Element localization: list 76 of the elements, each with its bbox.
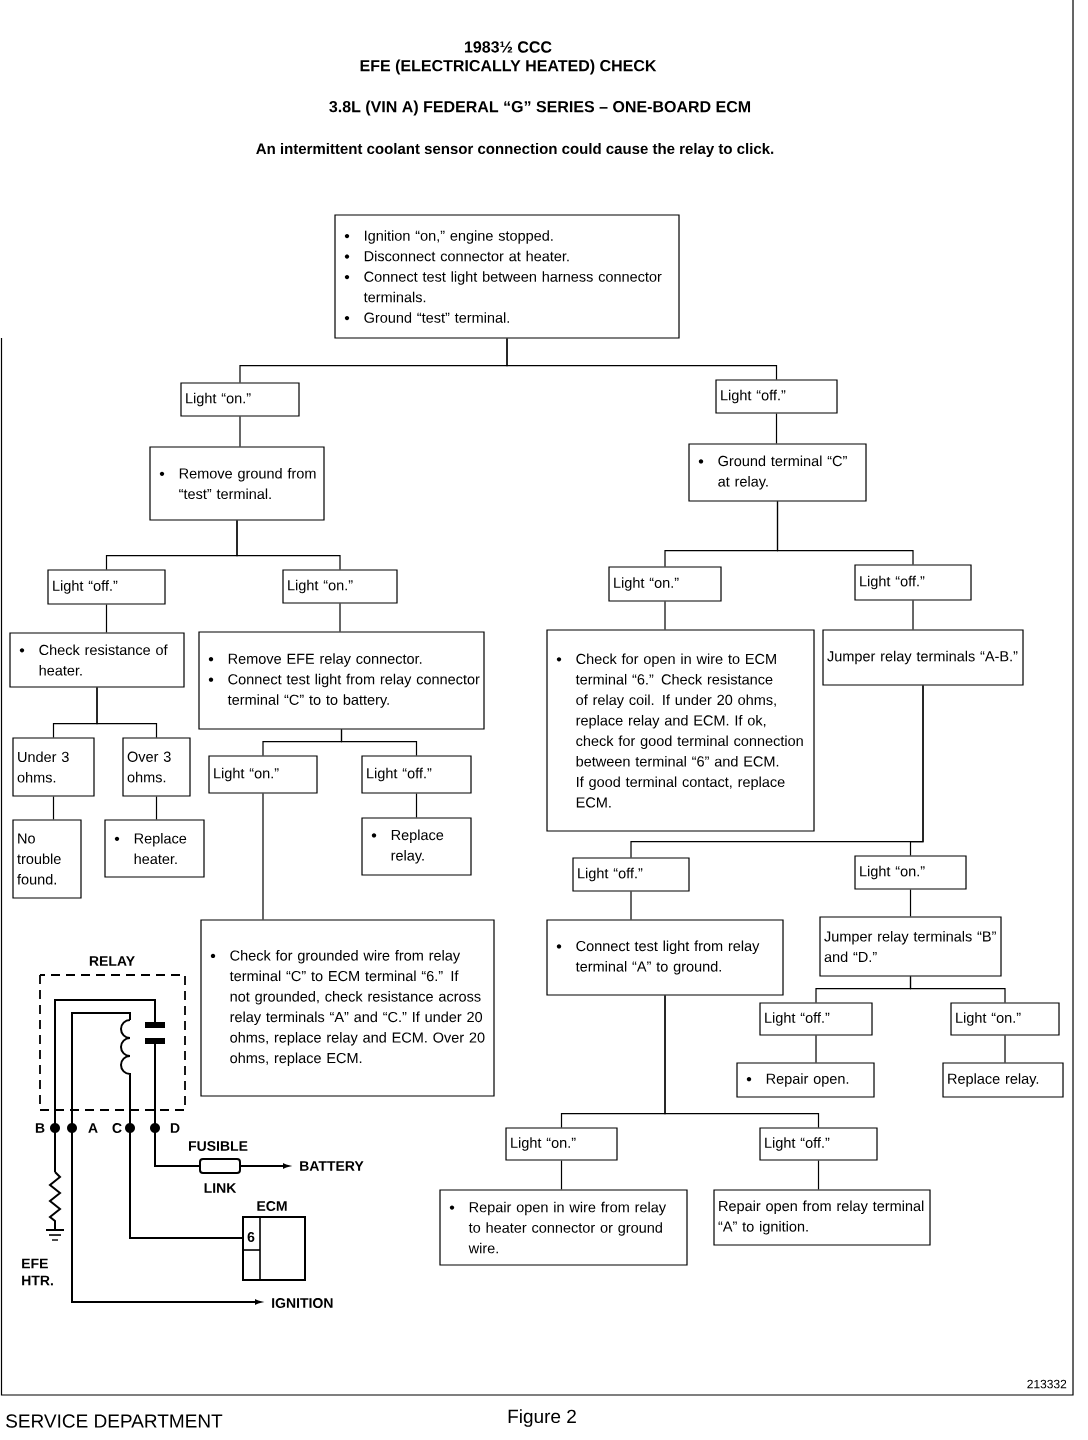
terminal-label: D <box>170 1123 180 1133</box>
connector-line <box>664 995 820 1128</box>
step-box: Check resistance of heater. <box>9 632 185 688</box>
result-box: Light “on.” <box>180 382 300 417</box>
caption: Figure 2 <box>508 1409 576 1427</box>
part-label: RELAY <box>89 956 135 966</box>
title-line: 1983½ CCC <box>465 41 552 53</box>
connector-line <box>105 604 108 633</box>
step-box: Remove ground from “test” terminal. <box>149 446 325 521</box>
part-label: FUSIBLE <box>189 1141 248 1151</box>
result-box: Light “on.” <box>608 566 722 602</box>
step-box: Jumper relay terminals “B” and “D.” <box>819 916 1002 977</box>
step-box: Repair open in wire from relay to heater connector or ground wire. <box>439 1189 688 1266</box>
footer-text: SERVICE DEPARTMENT <box>6 1414 223 1428</box>
part-label: ECM <box>257 1201 287 1211</box>
subtitle: 3.8L (VIN A) FEDERAL “G” SERIES – ONE-BOARD ECM <box>329 100 751 116</box>
wire-label: IGNITION <box>272 1298 333 1308</box>
step-box: Ground terminal “C” at relay. <box>688 443 867 502</box>
step-box: Check for open in wire to ECM terminal “6.” Check resistance of relay coil. If under 20 ohms, replace relay and ECM. If ok, check for good terminal connection between terminal “6” and ECM. If good terminal contact, replace ECM. <box>546 629 815 832</box>
connector-line <box>96 687 158 738</box>
result-box: Light “off.” <box>47 569 166 605</box>
connector-line <box>909 889 912 917</box>
step-box: Replace relay. <box>942 1062 1064 1098</box>
connector-line <box>664 601 666 630</box>
step-box: Jumper relay terminals “A-B.” <box>822 629 1024 686</box>
connector-line <box>1004 1035 1006 1063</box>
connector-line <box>506 338 778 380</box>
connector-line <box>817 1160 820 1190</box>
result-box: Over 3 ohms. <box>122 737 191 797</box>
step-box: Remove EFE relay connector. Connect test light from relay connector terminal “C” to to battery. <box>198 631 485 730</box>
step-box: Repair open from relay terminal “A” to ignition. <box>713 1189 931 1246</box>
part-label: EFE HTR. <box>22 1258 53 1286</box>
step-box: Repair open. <box>736 1062 875 1098</box>
wire-label: BATTERY <box>300 1161 364 1171</box>
connector-line <box>912 600 914 630</box>
connector-line <box>415 793 418 818</box>
note-text: An intermittent coolant sensor connection could cause the relay to click. <box>256 143 774 157</box>
result-box: Light “off.” <box>572 857 690 892</box>
terminal-label: C <box>112 1123 122 1133</box>
result-box: Light “on.” <box>282 569 398 604</box>
title-line: EFE (ELECTRICALLY HEATED) CHECK <box>360 59 657 75</box>
part-label: LINK <box>204 1183 237 1193</box>
step-box: Replace relay. <box>361 817 472 876</box>
connector-line <box>775 413 778 444</box>
result-box: Light “on.” <box>854 855 967 890</box>
result-box: Light “on.” <box>505 1127 618 1161</box>
result-box: Light “off.” <box>854 564 972 601</box>
terminal-label: A <box>88 1123 98 1133</box>
figure-number: 213332 <box>1027 1379 1067 1389</box>
result-box: Light “off.” <box>759 1127 878 1161</box>
result-box: Light “on.” <box>950 1002 1060 1036</box>
step-box: No trouble found. <box>12 819 82 899</box>
result-box: Light “off.” <box>759 1002 873 1036</box>
result-box: Light “on.” <box>208 755 318 794</box>
connector-line <box>560 1160 563 1190</box>
step-box: Check for grounded wire from relay terminal “C” to ECM terminal “6.” If not grounded, check resistance across relay terminals “A” and “C.” If under 20 ohms, replace relay and ECM. Over 20 ohms, replace ECM. <box>200 919 495 1097</box>
pin-label: 6 <box>247 1232 255 1242</box>
result-box: Under 3 ohms. <box>12 737 95 797</box>
step-box: Ignition “on,” engine stopped. Disconnect connector at heater. Connect test light between harness connector terminals. Ground “test” terminal. <box>334 214 680 339</box>
connector-line <box>909 685 924 856</box>
connector-line <box>909 976 1006 1003</box>
connector-line <box>262 793 264 920</box>
step-box: Replace heater. <box>104 819 205 878</box>
connector-line <box>815 1035 817 1063</box>
connector-line <box>339 603 341 632</box>
connector-line <box>340 729 418 756</box>
connector-line <box>52 796 55 820</box>
result-box: Light “off.” <box>361 755 472 794</box>
connector-line <box>630 891 632 920</box>
step-box: Connect test light from relay terminal “A” to ground. <box>546 919 784 996</box>
terminal-label: B <box>35 1123 45 1133</box>
connector-line <box>155 796 158 820</box>
connector-line <box>776 501 914 565</box>
connector-line <box>236 520 341 570</box>
result-box: Light “off.” <box>715 379 838 414</box>
connector-line <box>239 416 241 447</box>
